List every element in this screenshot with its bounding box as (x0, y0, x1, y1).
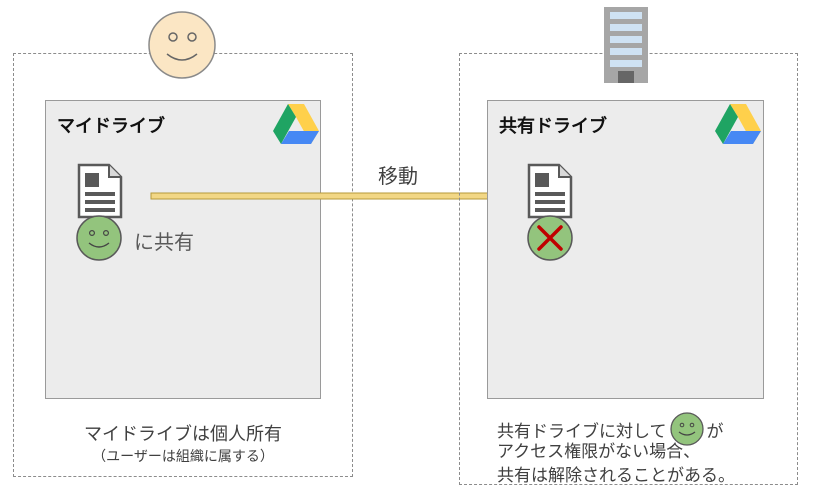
shared-with-label: に共有 (134, 230, 194, 254)
document-icon (77, 163, 123, 219)
my-drive-title: マイドライブ (57, 116, 165, 137)
owner-face-icon (148, 11, 216, 79)
caption-text-after-icon: が (706, 421, 724, 442)
member-face-icon (669, 412, 704, 446)
move-label: 移動 (378, 164, 418, 188)
google-drive-logo-icon (273, 104, 319, 144)
shared-drive-caption-line3: 共有は解除されることがある。 (497, 466, 735, 486)
caption-text-before-icon: 共有ドライブに対して (497, 421, 667, 442)
shared-drive-caption-line1: 共有ドライブに対して が (497, 411, 797, 447)
member-access-revoked-icon (527, 215, 573, 261)
my-drive-caption-note: （ユーザーは組織に属する） (92, 449, 274, 465)
google-drive-logo-icon (715, 104, 761, 144)
organization-building-icon (604, 7, 648, 83)
document-icon (527, 163, 573, 219)
shared-drive-caption-line2: アクセス権限がない場合、 (497, 442, 701, 462)
my-drive-caption: マイドライブは個人所有 (84, 424, 282, 445)
member-face-icon (76, 215, 122, 261)
shared-drive-title: 共有ドライブ (499, 116, 607, 137)
